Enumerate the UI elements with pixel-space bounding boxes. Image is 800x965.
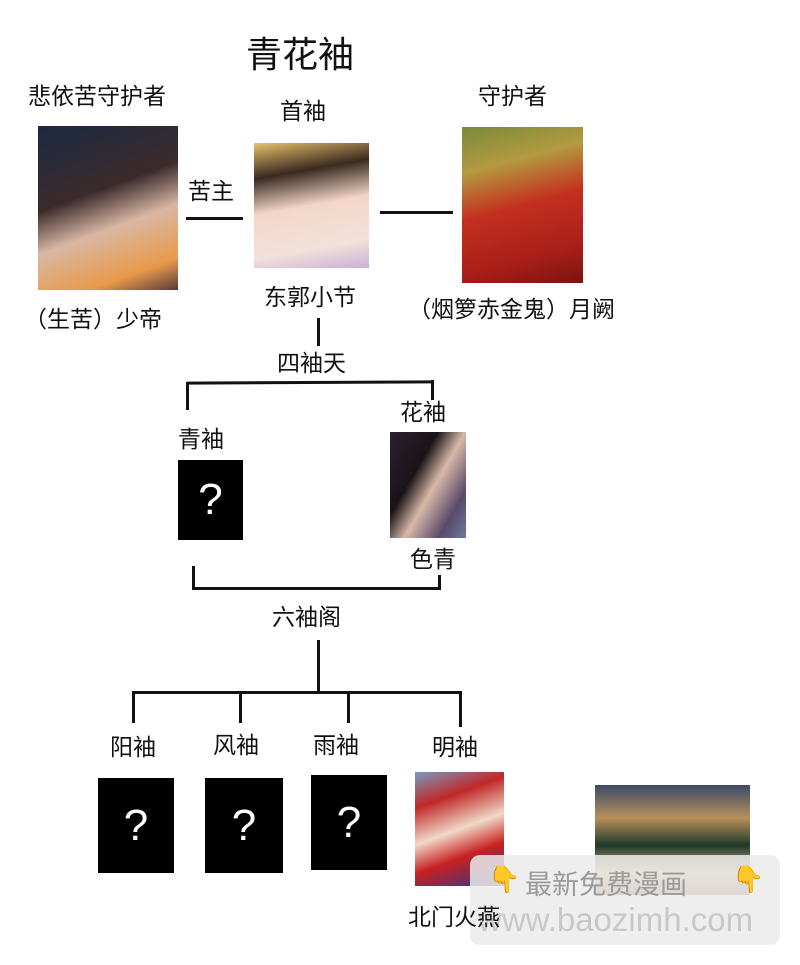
watermark-line1: 最新免费漫画 [525,870,687,901]
connector-line [186,382,189,410]
connector-line [132,691,135,723]
center-name: 东郭小节 [264,285,356,311]
diagram-title: 青花袖 [246,35,355,76]
unknown-portrait: ? [98,778,174,873]
yuxiu-role: 雨袖 [313,733,359,759]
qingxiu-role: 青袖 [178,427,224,453]
connector-line [186,217,243,220]
unknown-portrait: ? [178,460,243,540]
connector-line [317,318,320,346]
seqing-name: 色青 [410,547,456,573]
connector-line [239,691,242,723]
pointing-down-hand-icon: 👇 [488,865,521,895]
center-role-label: 首袖 [280,99,326,125]
connector-line [438,575,441,589]
link-label: 苦主 [188,179,234,205]
shaodi-portrait [38,126,178,290]
seqing-portrait [390,432,466,538]
watermark: 👇 最新免费漫画 👇 www.baozimh.com [470,855,780,945]
connector-line [132,691,462,694]
connector-line [192,587,441,590]
connector-line [380,211,453,214]
beimen-huoyan-name: 北门火燕 [408,905,500,931]
unknown-portrait: ? [205,778,283,873]
watermark-line2: www.baozimh.com [478,901,754,938]
dongguo-xiaojie-portrait [254,143,369,268]
connector-line [347,691,350,723]
connector-line [459,691,462,727]
left-role-label: 悲依苦守护者 [28,84,166,110]
connector-line [431,380,434,400]
mingxiu-role: 明袖 [432,735,478,761]
left-name: （生苦）少帝 [24,307,162,333]
right-name: （烟箩赤金鬼）月阙 [408,297,615,323]
unknown-portrait: ? [311,775,387,870]
yuejue-portrait [462,127,583,283]
level3-label: 六袖阁 [272,605,341,631]
huaxiu-role: 花袖 [400,400,446,426]
pointing-down-hand-icon: 👇 [732,865,765,895]
connector-line [192,566,195,590]
level2-label: 四袖天 [277,351,346,377]
connector-line [186,380,435,385]
connector-line [317,640,320,693]
fengxiu-role: 风袖 [213,733,259,759]
right-role-label: 守护者 [478,84,547,110]
yangxiu-role: 阳袖 [110,735,156,761]
